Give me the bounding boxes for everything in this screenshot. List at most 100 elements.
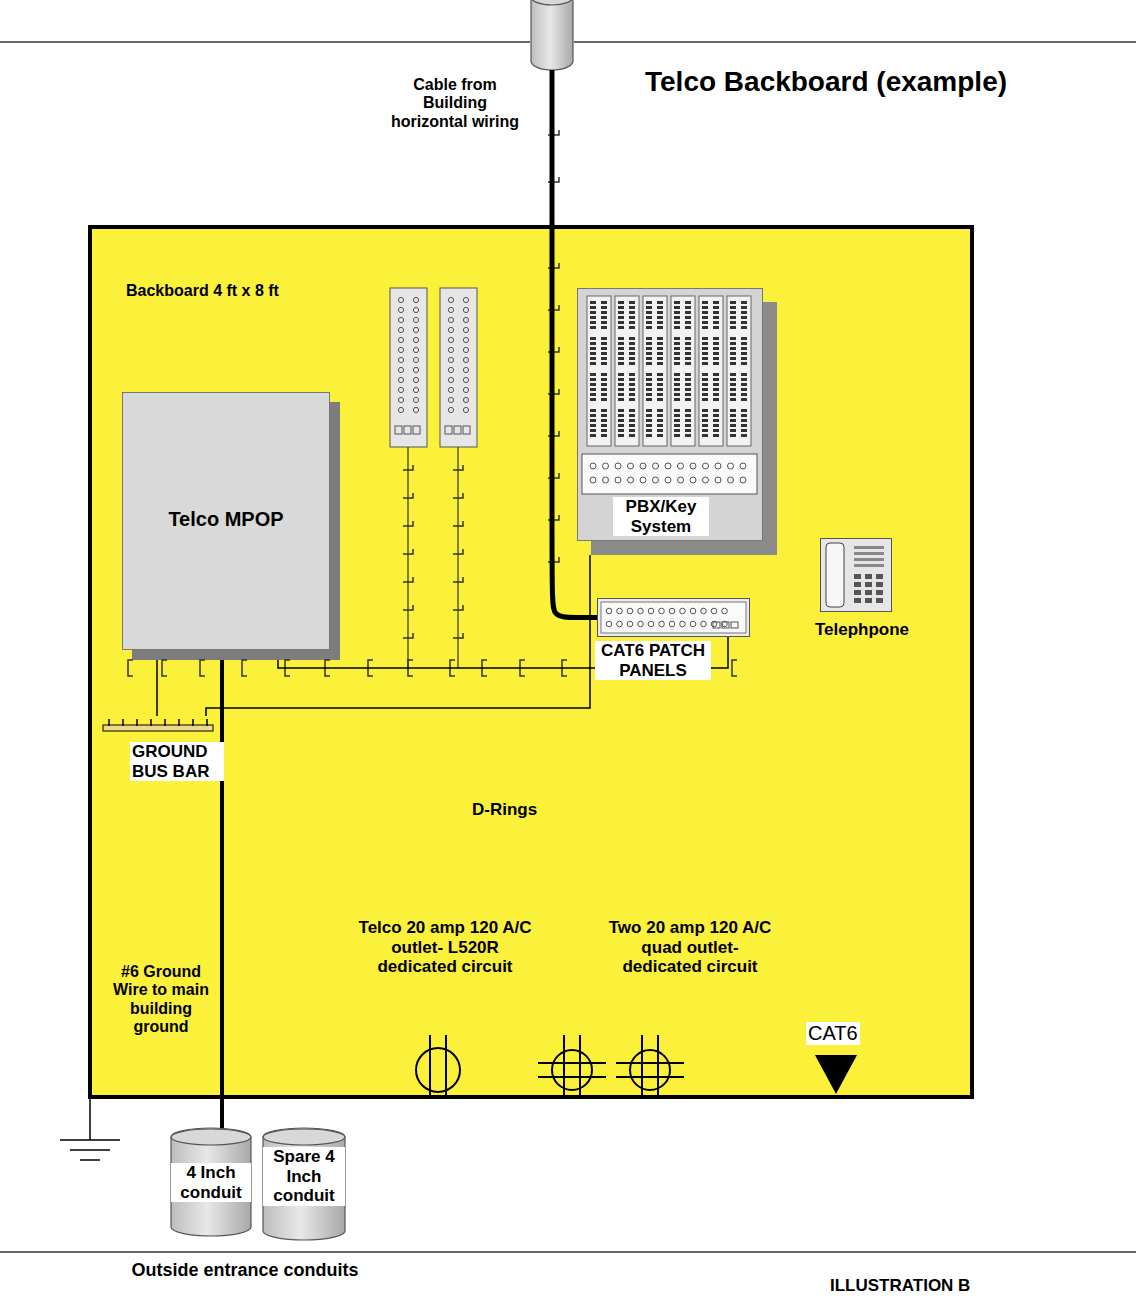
punch-hole bbox=[463, 347, 468, 352]
pbx-port bbox=[741, 409, 747, 412]
pbx-port bbox=[685, 321, 691, 324]
pbx-port bbox=[646, 342, 652, 345]
pbx-port bbox=[657, 347, 663, 350]
pbx-port bbox=[741, 383, 747, 386]
punch-hole bbox=[398, 347, 403, 352]
punch-hole bbox=[413, 367, 418, 372]
punch-block bbox=[440, 288, 477, 447]
pbx-port bbox=[674, 316, 680, 319]
quad-outlet-symbol bbox=[657, 1035, 659, 1097]
punch-hole bbox=[413, 347, 418, 352]
phone-key bbox=[865, 574, 872, 579]
pbx-port bbox=[713, 337, 719, 340]
box-front bbox=[578, 289, 763, 541]
bus-tap bbox=[150, 719, 152, 726]
port-hole bbox=[617, 608, 623, 614]
pbx-port bbox=[674, 429, 680, 432]
outlets bbox=[416, 1035, 684, 1097]
punch-hole bbox=[463, 327, 468, 332]
pbx-port bbox=[646, 326, 652, 329]
quad-outlet-symbol bbox=[538, 1062, 606, 1064]
cat6-jack-symbol bbox=[815, 1055, 857, 1094]
pbx-port bbox=[730, 434, 736, 437]
pbx-port bbox=[657, 337, 663, 340]
pbx-port bbox=[646, 434, 652, 437]
pbx-port bbox=[674, 321, 680, 324]
pbx-port bbox=[685, 342, 691, 345]
port-hole bbox=[590, 477, 596, 483]
pbx-port bbox=[685, 357, 691, 360]
d-ring bbox=[602, 660, 607, 676]
pbx-card bbox=[699, 296, 723, 446]
pbx-port bbox=[590, 429, 596, 432]
pbx-port bbox=[730, 321, 736, 324]
pbx-port bbox=[618, 337, 624, 340]
punch-hole bbox=[398, 297, 403, 302]
phone-key bbox=[876, 582, 883, 587]
port-hole bbox=[648, 621, 654, 627]
pbx-port bbox=[674, 342, 680, 345]
pbx-port bbox=[629, 398, 635, 401]
pbx-port bbox=[618, 357, 624, 360]
pbx-port bbox=[685, 393, 691, 396]
pbx-port bbox=[629, 357, 635, 360]
pbx-port bbox=[702, 424, 708, 427]
outlet-note: Telco 20 amp 120 A/C outlet- L520R dedic… bbox=[358, 918, 533, 977]
pbx-port bbox=[741, 337, 747, 340]
wire-connector bbox=[206, 555, 590, 716]
mpop-box-label: Telco MPOP bbox=[168, 508, 283, 531]
ground-bar bbox=[70, 1149, 110, 1151]
pbx-port bbox=[601, 326, 607, 329]
pbx-port bbox=[590, 398, 596, 401]
phone-button bbox=[854, 546, 884, 549]
pbx-card bbox=[671, 296, 695, 446]
pbx-port bbox=[702, 316, 708, 319]
pbx-port bbox=[601, 434, 607, 437]
pbx-port bbox=[657, 398, 663, 401]
punch-hole bbox=[463, 397, 468, 402]
pbx-port bbox=[685, 362, 691, 365]
port-hole bbox=[703, 477, 709, 483]
pbx-port bbox=[657, 316, 663, 319]
punch-hole bbox=[448, 407, 453, 412]
pbx-port bbox=[646, 352, 652, 355]
pbx-port bbox=[618, 301, 624, 304]
pbx-port bbox=[646, 311, 652, 314]
port-hole bbox=[648, 608, 654, 614]
pbx-port bbox=[674, 388, 680, 391]
bus-tap bbox=[206, 719, 208, 726]
pbx-port bbox=[657, 424, 663, 427]
d-ring bbox=[453, 521, 463, 526]
panel-face bbox=[601, 602, 746, 633]
panel-indicator bbox=[731, 622, 738, 628]
panel-indicator bbox=[713, 622, 720, 628]
pbx-port bbox=[601, 429, 607, 432]
pbx-port bbox=[674, 337, 680, 340]
d-ring bbox=[242, 660, 247, 676]
pbx-port bbox=[674, 352, 680, 355]
d-ring bbox=[646, 660, 651, 676]
pbx-port bbox=[741, 306, 747, 309]
punch-blocks bbox=[390, 288, 477, 668]
pbx-port bbox=[646, 316, 652, 319]
punch-hole bbox=[413, 317, 418, 322]
punch-hole bbox=[398, 407, 403, 412]
pbx-port bbox=[646, 347, 652, 350]
port-hole bbox=[665, 463, 671, 469]
pbx-port bbox=[629, 347, 635, 350]
d-ring bbox=[403, 521, 413, 526]
phone-key bbox=[876, 574, 883, 579]
pbx-port bbox=[741, 342, 747, 345]
d-ring bbox=[453, 493, 463, 498]
punch-hole bbox=[463, 297, 468, 302]
pbx-port bbox=[657, 393, 663, 396]
pbx-port bbox=[713, 424, 719, 427]
pbx-port bbox=[674, 306, 680, 309]
ground-wire bbox=[89, 1099, 91, 1140]
punch-hole bbox=[463, 367, 468, 372]
d-ring bbox=[403, 633, 413, 638]
pbx-port bbox=[741, 434, 747, 437]
punch-hole bbox=[463, 387, 468, 392]
outlet-symbol bbox=[416, 1048, 460, 1092]
